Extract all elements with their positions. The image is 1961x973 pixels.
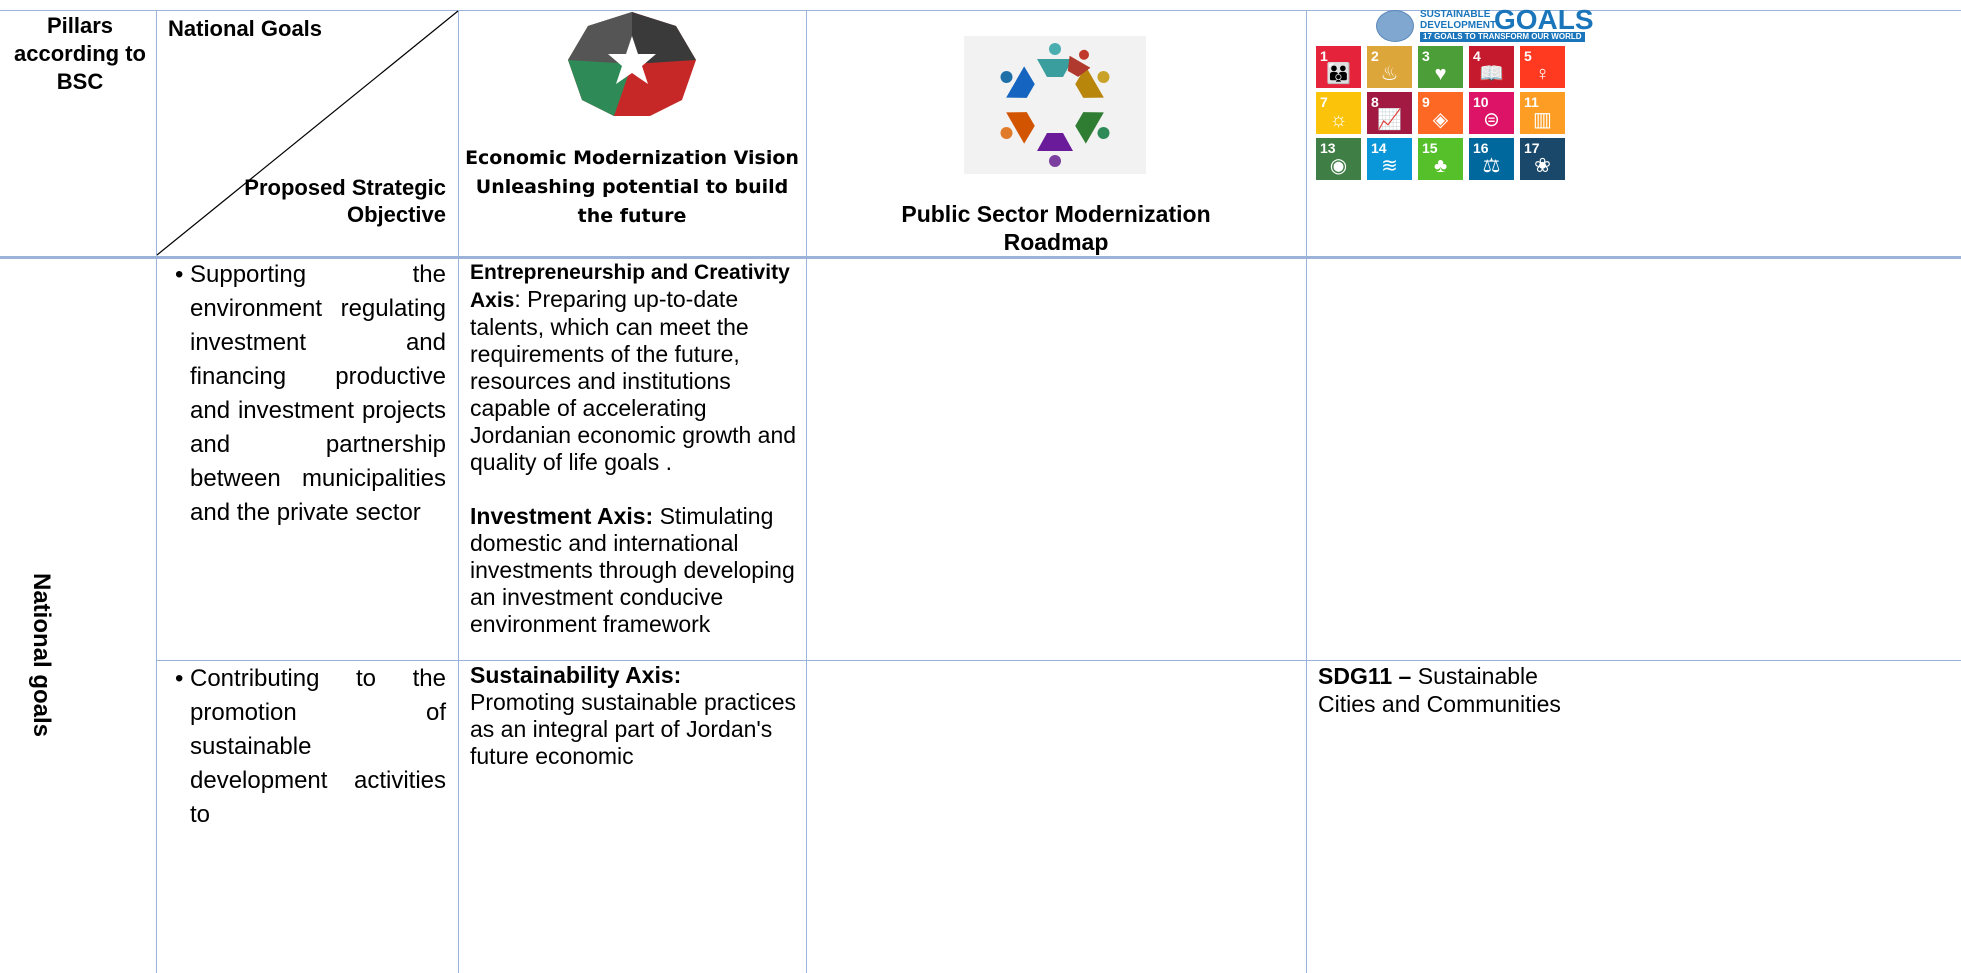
emv-row1-text: Entrepreneurship and Creativity Axis: Pr…: [470, 261, 797, 637]
header-proposed-objective: Proposed Strategic Objective: [244, 175, 446, 227]
objective-row1: • Supporting the environment regulating …: [175, 258, 446, 530]
sdg-logo-line2: DEVELOPMENT: [1420, 20, 1497, 31]
sdg-goal-icon: ▥: [1533, 109, 1552, 131]
psm-people-icon: [1000, 43, 1110, 167]
sdg-row2-text: SDG11 – Sustainable Cities and Communiti…: [1318, 663, 1561, 717]
sdg-goal-icon: ♀: [1535, 63, 1550, 85]
sdg-goal-icon: ⊜: [1483, 109, 1500, 131]
sdg-tile-number: 4: [1473, 48, 1481, 64]
sdg-goal-icon: ◈: [1432, 109, 1449, 131]
header-pillars: Pillars according to BSC: [13, 13, 146, 94]
sdg-tile-11: 11▥: [1520, 92, 1565, 134]
sdg-tile-number: 16: [1473, 140, 1489, 156]
header-diagonal-line: [156, 10, 459, 256]
sdg-tile-13: 13◉: [1316, 138, 1361, 180]
sdg-tile-10: 10⊜: [1469, 92, 1514, 134]
table-row-divider: [156, 660, 1961, 661]
sdg-goal-icon: ⚖: [1482, 155, 1501, 177]
emv-title: Economic Modernization Vision Unleashing…: [465, 147, 799, 227]
table-header-divider: [0, 256, 1961, 259]
sdg-tile-number: 14: [1371, 140, 1387, 156]
sdg-tile-17: 17❀: [1520, 138, 1565, 180]
sdg-goal-icon: ≋: [1381, 155, 1398, 177]
sdg-tile-number: 2: [1371, 48, 1379, 64]
sdg-goal-icon: 📈: [1377, 109, 1402, 131]
sdg-tile-16: 16⚖: [1469, 138, 1514, 180]
sdg-tile-number: 3: [1422, 48, 1430, 64]
sdg-tile-3: 3♥: [1418, 46, 1463, 88]
bullet-icon: •: [175, 665, 184, 692]
sdg-goal-icon: ♨: [1380, 63, 1399, 85]
sdg-tile-2: 2♨: [1367, 46, 1412, 88]
sdg-goal-icon: ☼: [1329, 109, 1348, 131]
table-border-top: [0, 10, 1961, 11]
sdg-tile-number: 5: [1524, 48, 1532, 64]
sdg-goal-icon: ◉: [1329, 155, 1348, 177]
sdg-tile-number: 17: [1524, 140, 1540, 156]
table-col-divider: [458, 10, 459, 973]
sdg-goal-icon: ♥: [1434, 63, 1447, 85]
sdg-tile-number: 11: [1524, 94, 1539, 110]
table-col-divider: [806, 10, 807, 973]
sdg-tile-5: 5♀: [1520, 46, 1565, 88]
sdg-logo-line1: SUSTAINABLE: [1420, 9, 1491, 20]
sdg-tile-7: 7☼: [1316, 92, 1361, 134]
sdg-goal-icon: 👪: [1326, 63, 1351, 85]
sdg-tile-number: 1: [1320, 48, 1328, 64]
sdg-goal-icon: ❀: [1534, 155, 1551, 177]
emv-emblem-logo: [568, 12, 696, 116]
psm-title: Public Sector Modernization Roadmap: [901, 201, 1211, 255]
bullet-icon: •: [175, 261, 184, 288]
header-national-goals: National Goals: [168, 16, 323, 41]
emv-row2-text: Sustainability Axis: Promoting sustainab…: [470, 662, 796, 769]
table-col-divider: [156, 10, 157, 973]
sdg-tile-number: 9: [1422, 94, 1430, 110]
objective-row2: • Contributing to the promotion of susta…: [175, 662, 446, 832]
sdg-logo: SUSTAINABLE DEVELOPMENT GOALS 17 GOALS T…: [1376, 6, 1961, 42]
table-col-divider: [1306, 10, 1307, 973]
sdg-logo-goals: GOALS: [1494, 4, 1594, 35]
sdg-tile-15: 15♣: [1418, 138, 1463, 180]
psm-logo: [964, 36, 1146, 174]
row-label-national-goals: National goals: [28, 572, 55, 738]
sdg-tile-14: 14≋: [1367, 138, 1412, 180]
sdg-tile-number: 15: [1422, 140, 1438, 156]
sdg-tile-number: 8: [1371, 94, 1379, 110]
sdg-tile-8: 8📈: [1367, 92, 1412, 134]
sdg-goal-icon: ♣: [1433, 155, 1448, 177]
un-emblem-icon: [1376, 10, 1414, 42]
sdg-tile-9: 9◈: [1418, 92, 1463, 134]
sdg-tile-4: 4📖: [1469, 46, 1514, 88]
sdg-goal-icon: 📖: [1479, 63, 1504, 85]
sdg-tile-number: 13: [1320, 140, 1336, 156]
sdg-tile-number: 10: [1473, 94, 1489, 110]
sdg-logo-subtitle: 17 GOALS TO TRANSFORM OUR WORLD: [1420, 32, 1585, 42]
sdg-tile-number: 7: [1320, 94, 1328, 110]
sdg-tile-1: 1👪: [1316, 46, 1361, 88]
